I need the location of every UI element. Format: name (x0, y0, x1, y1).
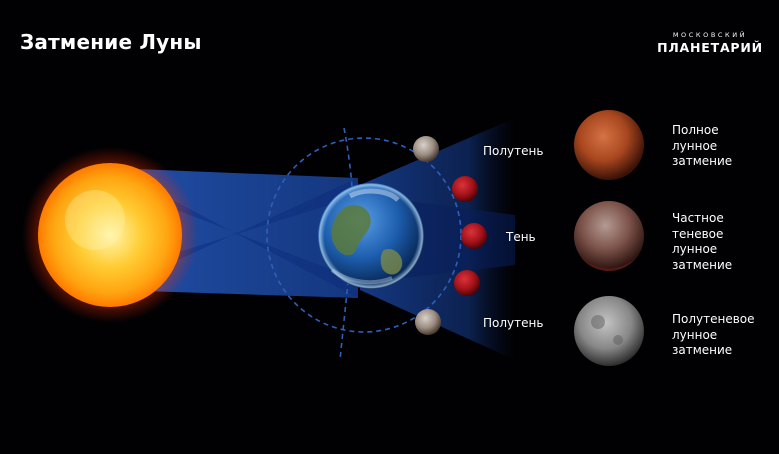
moon-umbra-lower-icon (454, 270, 480, 296)
eclipse-type-line: затмение (672, 343, 733, 357)
page-title: Затмение Луны (20, 30, 202, 54)
eclipse-type-line: лунное (672, 138, 718, 153)
moon-umbra-icon (461, 223, 487, 249)
eclipse-type-penumbral: Полутеневое лунное затмение (672, 312, 755, 359)
eclipse-type-line: теневое (672, 226, 724, 241)
eclipse-type-partial: Частное теневое лунное затмение (672, 211, 732, 273)
eclipse-type-total: Полное лунное затмение (672, 123, 732, 170)
moon-penumbral-eclipse-icon (574, 296, 644, 366)
eclipse-type-line: лунное (672, 242, 718, 256)
moon-partial-eclipse-icon (574, 201, 644, 271)
moon-umbra-upper-icon (452, 176, 478, 202)
label-umbra: Тень (506, 230, 536, 244)
logo-main-text: ПЛАНЕТАРИЙ (657, 40, 763, 55)
planetarium-logo[interactable]: МОСКОВСКИЙ ПЛАНЕТАРИЙ (655, 31, 765, 55)
eclipse-type-line: Полное (672, 123, 719, 137)
sun-icon (22, 147, 198, 323)
eclipse-type-line: лунное (672, 327, 718, 342)
label-penumbra-top: Полутень (483, 144, 544, 158)
moon-penumbra-bottom-icon (415, 309, 441, 335)
moon-total-eclipse-icon (574, 110, 644, 180)
partial-eclipse-shadow (580, 256, 636, 272)
earth-icon (318, 183, 424, 289)
eclipse-type-line: затмение (672, 257, 733, 272)
moon-crater (613, 335, 623, 345)
eclipse-type-line: Полутеневое (672, 312, 755, 326)
eclipse-type-line: Частное (672, 211, 724, 225)
logo-top-text: МОСКОВСКИЙ (672, 31, 748, 39)
label-penumbra-bottom: Полутень (483, 316, 544, 330)
moon-penumbra-top-icon (413, 136, 439, 162)
moon-crater (591, 315, 605, 329)
eclipse-type-line: затмение (672, 154, 733, 168)
